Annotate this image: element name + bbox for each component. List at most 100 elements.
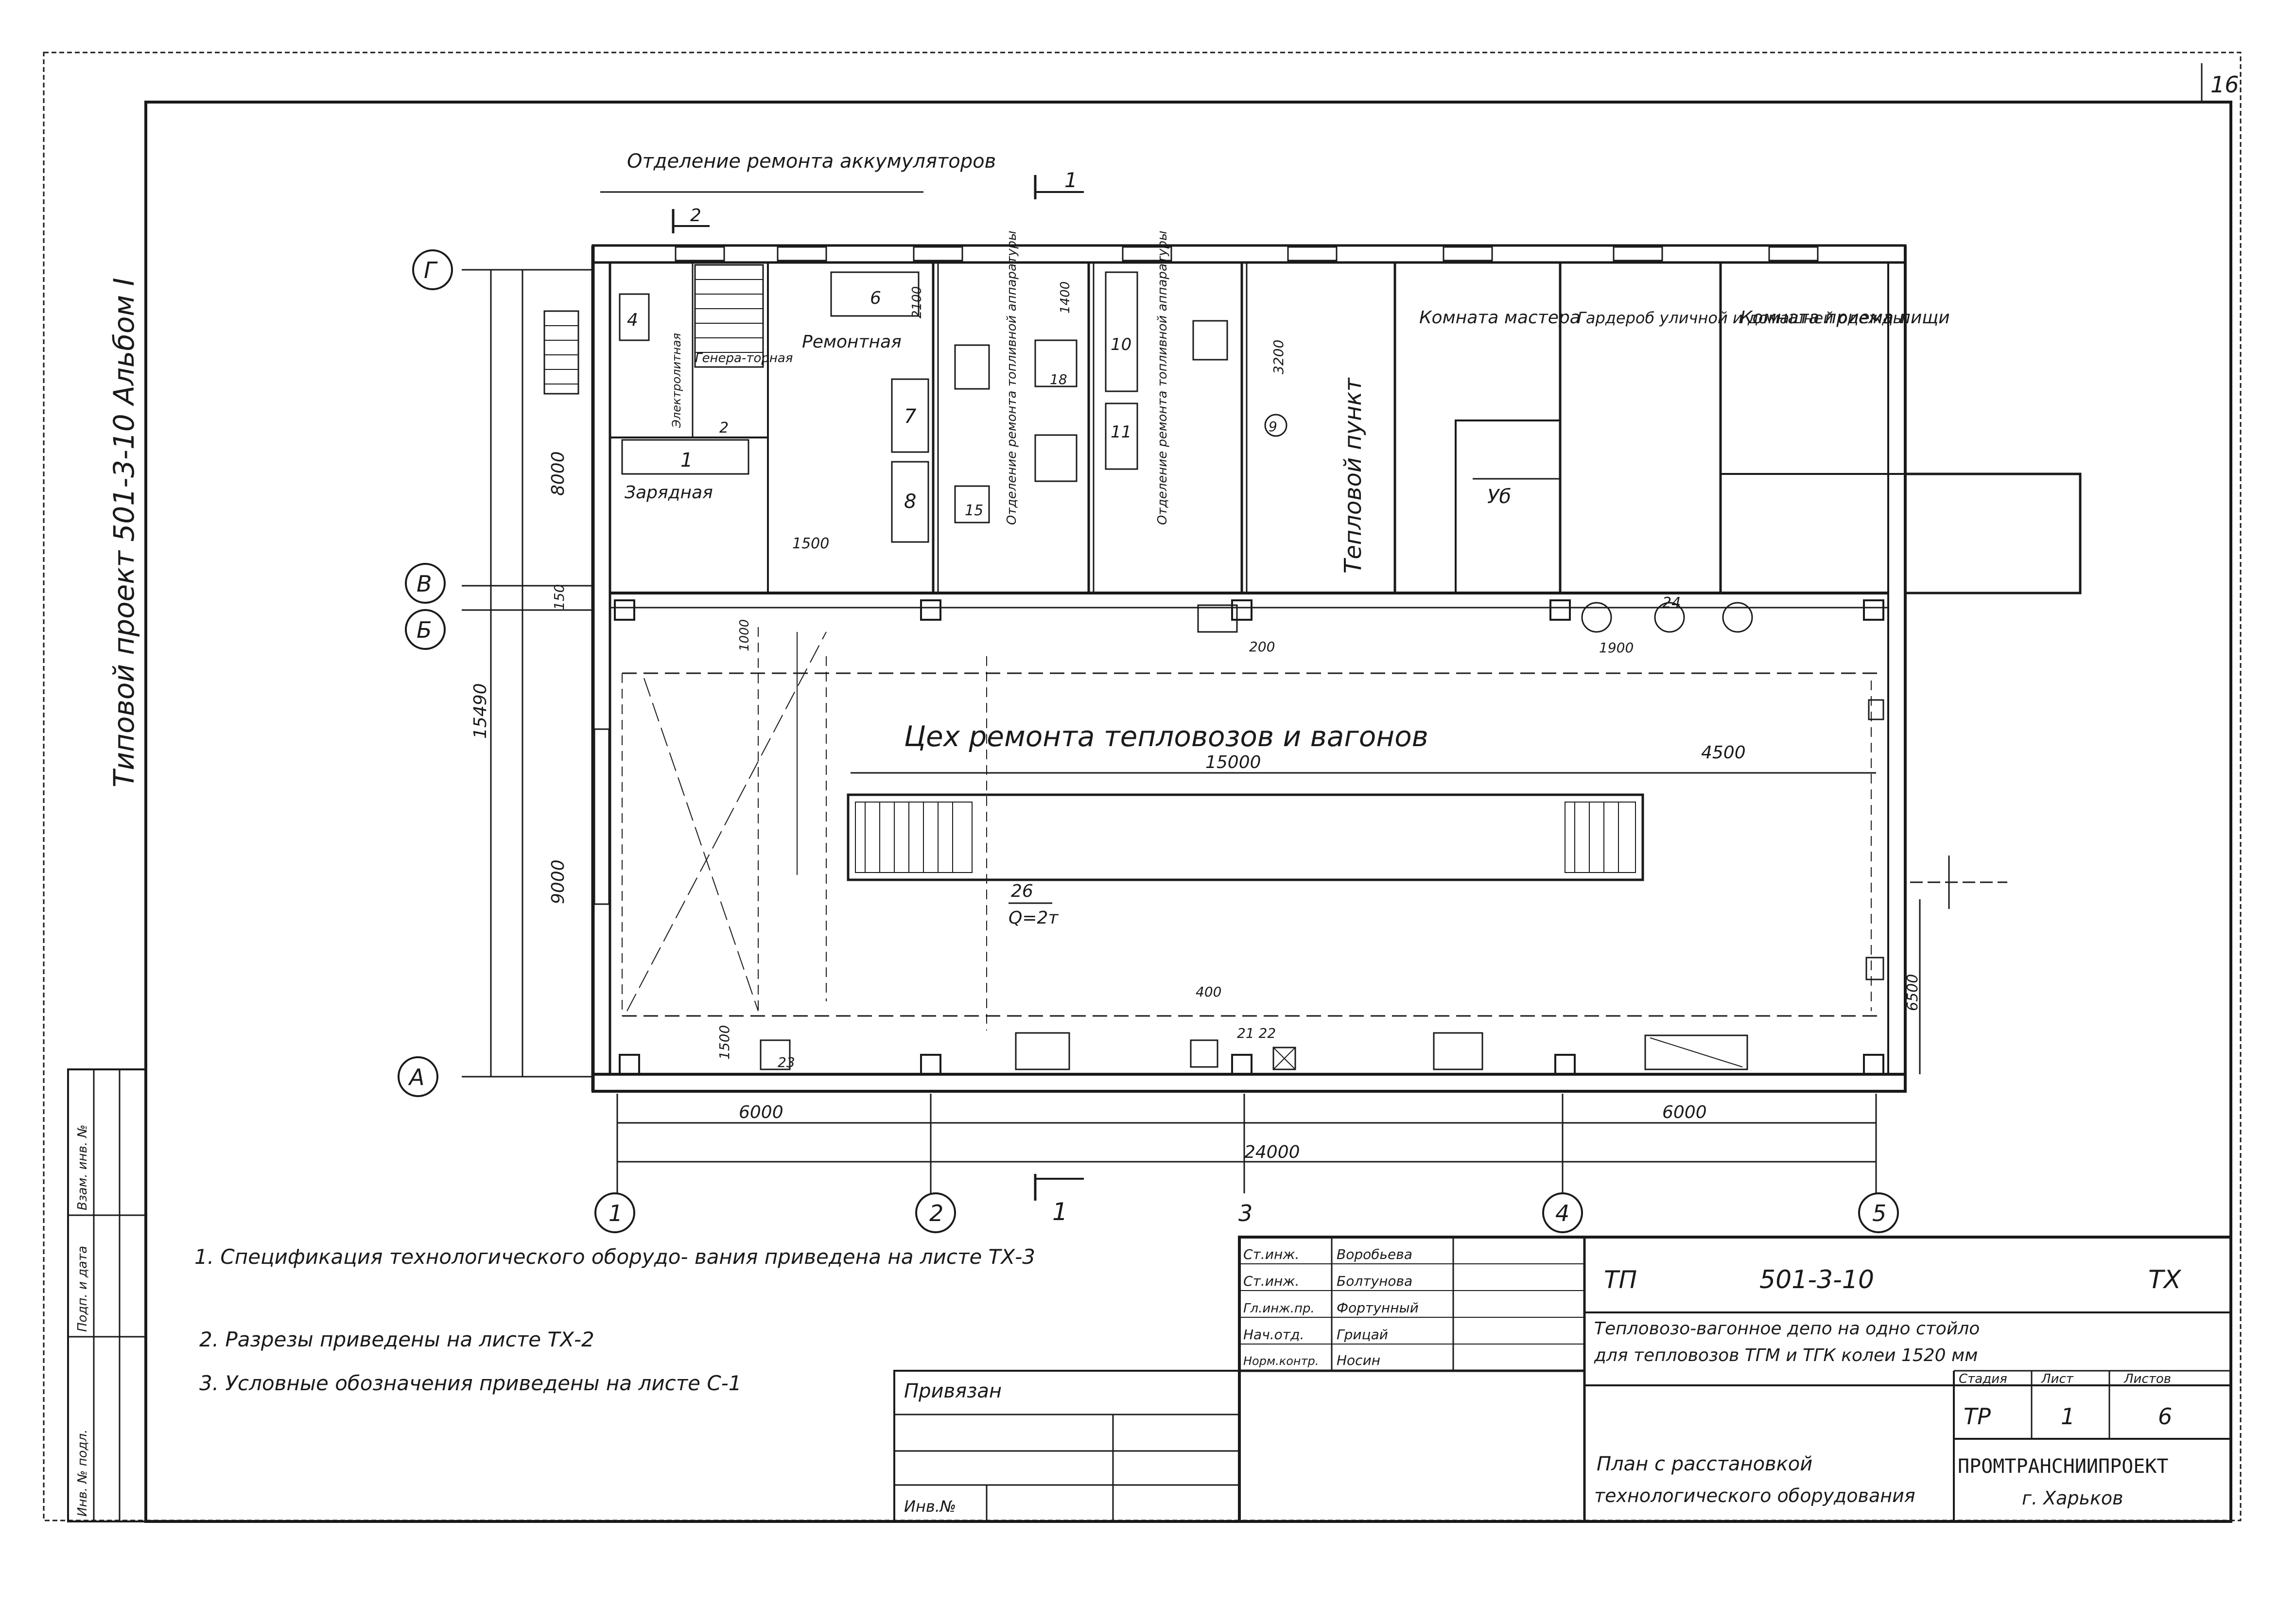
note-2: 2. Разрезы приведены на листе ТХ-2 [199, 1328, 594, 1351]
stamp-sign: Подп. и дата [75, 1246, 90, 1332]
tb-org-1: ПРОМТРАНСНИИПРОЕКТ [1958, 1455, 2168, 1478]
notes-block: 1. Спецификация технологического оборудо… [194, 1245, 1035, 1395]
eq-label-15: 15 [965, 502, 983, 519]
dim-1900: 1900 [1599, 640, 1634, 656]
axis-col-3: 3 [1238, 1200, 1252, 1226]
dim-9000: 9000 [548, 859, 568, 904]
partitions [543, 262, 1905, 594]
axis-row-b: Б [417, 617, 432, 643]
cut-1-top: 1 [1064, 168, 1078, 192]
room-fuel-dept-2: Отделение ремонта топливной аппаратуры [1155, 230, 1170, 525]
signer-role-5: Норм.контр. [1243, 1354, 1319, 1368]
room-repair: Ремонтная [802, 332, 902, 352]
room-generator: Генера-торная [695, 351, 793, 366]
binding-stamp: Инв. № подл. Подп. и дата Взам. инв. № [67, 1068, 147, 1522]
tb-tied: Привязан [904, 1380, 1002, 1402]
axis-col-4: 4 [1555, 1200, 1569, 1226]
sheet-border-outer [43, 52, 2242, 1521]
signer-name-4: Грицай [1337, 1327, 1388, 1343]
axis-grid [398, 249, 1899, 1233]
eq-label-9: 9 [1269, 419, 1277, 435]
tb-sheet: 1 [2061, 1403, 2075, 1430]
tb-project-num: 501-3-10 [1759, 1265, 1874, 1294]
dim-1000: 1000 [737, 619, 752, 651]
dimension-lines [490, 270, 1921, 1163]
dim-2100: 2100 [910, 286, 924, 318]
note-3: 3. Условные обозначения приведены на лис… [199, 1371, 742, 1395]
tb-sheets: 6 [2158, 1403, 2172, 1430]
eq-label-7: 7 [904, 405, 917, 428]
signer-name-1: Воробьева [1337, 1246, 1412, 1262]
dim-6500: 6500 [1904, 974, 1921, 1011]
room-wc: Уб [1487, 486, 1511, 508]
eq-label-24: 24 [1662, 594, 1681, 611]
stamp-inv: Инв. № подл. [75, 1430, 90, 1517]
eq-label-18: 18 [1050, 371, 1067, 387]
page-number: 16 [2210, 71, 2239, 98]
signer-name-2: Болтунова [1337, 1273, 1412, 1289]
eq-label-11: 11 [1111, 422, 1131, 442]
dim-3200: 3200 [1270, 340, 1287, 374]
axis-row-v: В [417, 571, 432, 597]
eq-label-crane-q: Q=2т [1009, 908, 1059, 928]
room-master: Комната мастера [1419, 308, 1581, 328]
axis-col-1: 1 [609, 1200, 623, 1226]
dim-15000: 15000 [1205, 752, 1261, 772]
eq-label-crane: 26 [1011, 881, 1033, 901]
dim-15490: 15490 [470, 683, 490, 739]
room-fuel-dept: Отделение ремонта топливной аппаратуры [1005, 230, 1019, 525]
tb-mark: ТХ [2148, 1265, 2182, 1294]
axis-col-2: 2 [929, 1200, 943, 1226]
tb-stage: ТР [1964, 1403, 1991, 1430]
tb-org-2: г. Харьков [2022, 1487, 2123, 1509]
tb-object-1: Тепловозо-вагонное депо на одно стойло [1594, 1319, 1980, 1339]
eq-label-10: 10 [1111, 335, 1131, 354]
axis-col-5: 5 [1872, 1200, 1886, 1226]
eq-label-4: 4 [627, 310, 638, 330]
room-heat-point: Тепловой пункт [1339, 377, 1367, 574]
room-meal: Комната приема пищи [1740, 308, 1950, 328]
tb-object-2: для тепловозов ТГМ и ТГК колеи 1520 мм [1594, 1345, 1978, 1365]
section-cuts [600, 175, 1084, 1201]
tb-sheets-h: Листов [2123, 1372, 2171, 1386]
dim-150: 150 [551, 584, 567, 610]
signer-name-3: Фортунный [1337, 1300, 1419, 1316]
dim-400: 400 [1196, 984, 1221, 1000]
dim-1400: 1400 [1058, 281, 1073, 314]
eq-label-6: 6 [870, 288, 881, 308]
room-charging: Зарядная [625, 483, 713, 503]
dim-4500: 4500 [1701, 743, 1746, 763]
dim-1500b: 1500 [716, 1025, 732, 1060]
eq-label-1: 1 [680, 449, 693, 472]
side-label: Типовой проект 501-3-10 Альбом I [107, 278, 140, 787]
cut-2: 2 [690, 206, 701, 226]
dim-24000: 24000 [1244, 1142, 1300, 1162]
tb-sheet-title-2: технологического оборудования [1594, 1485, 1915, 1506]
signer-role-3: Гл.инж.пр. [1243, 1301, 1315, 1316]
tb-project: ТП [1604, 1266, 1637, 1294]
inspection-pit [847, 793, 1644, 881]
crane-zone [622, 627, 2007, 1031]
room-wardrobe: Гардероб уличной и домашней одежды [1577, 309, 1905, 327]
dim-6000-left: 6000 [739, 1102, 783, 1122]
axis-row-a: А [408, 1064, 424, 1090]
signer-name-5: Носин [1337, 1352, 1380, 1368]
room-electrolyte: Электролитная [670, 333, 683, 428]
tb-stage-h: Стадия [1959, 1372, 2007, 1386]
signer-role-4: Нач.отд. [1243, 1327, 1304, 1343]
dim-6000-right: 6000 [1662, 1102, 1707, 1122]
dim-200: 200 [1249, 639, 1275, 655]
title-block [893, 1236, 2232, 1523]
building-outline [591, 244, 2082, 1093]
eq-label-23: 23 [778, 1054, 795, 1070]
tb-sheet-title-1: План с расстановкой [1597, 1453, 1812, 1475]
tb-sheet-h: Лист [2041, 1372, 2074, 1386]
cut-1-bottom: 1 [1052, 1198, 1068, 1226]
dim-1500: 1500 [792, 535, 829, 552]
tb-inv: Инв.№ [904, 1497, 956, 1516]
eq-label-2: 2 [719, 419, 729, 437]
dim-8000: 8000 [548, 451, 568, 496]
room-battery-dept: Отделение ремонта аккумуляторов [627, 150, 996, 173]
room-shop: Цех ремонта тепловозов и вагонов [904, 720, 1428, 753]
